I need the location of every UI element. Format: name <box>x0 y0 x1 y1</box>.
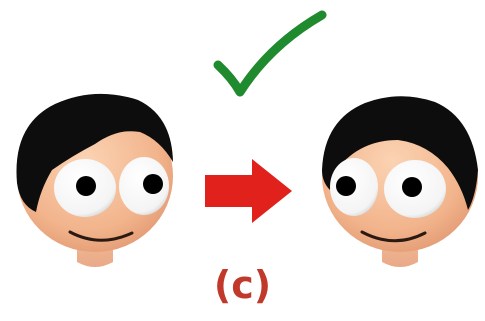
cartoon-head-right-icon <box>322 96 478 267</box>
right-arrow-icon <box>205 159 292 223</box>
cartoon-head-left-icon <box>16 93 173 267</box>
panel-label: (c) <box>213 263 272 307</box>
checkmark-icon <box>213 10 327 97</box>
